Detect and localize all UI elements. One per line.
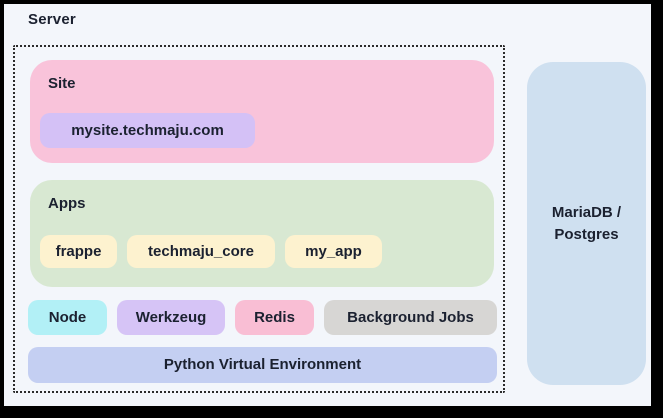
app-pill-my-app: my_app xyxy=(285,235,382,268)
apps-box: Apps frappe techmaju_core my_app xyxy=(30,180,494,287)
server-boundary: Site mysite.techmaju.com Apps frappe tec… xyxy=(13,45,505,393)
site-box: Site mysite.techmaju.com xyxy=(30,60,494,163)
services-row: Node Werkzeug Redis Background Jobs xyxy=(28,300,497,335)
database-label: MariaDB / Postgres xyxy=(551,203,622,243)
service-pill-werkzeug: Werkzeug xyxy=(117,300,225,335)
service-pill-redis: Redis xyxy=(235,300,314,335)
database-box: MariaDB / Postgres xyxy=(527,62,646,385)
site-heading: Site xyxy=(48,75,76,92)
service-pill-background-jobs: Background Jobs xyxy=(324,300,497,335)
apps-heading: Apps xyxy=(48,195,86,212)
diagram-canvas: Server Site mysite.techmaju.com Apps fra… xyxy=(4,4,651,406)
service-pill-node: Node xyxy=(28,300,107,335)
site-domain-pill: mysite.techmaju.com xyxy=(40,113,255,148)
app-pill-techmaju-core: techmaju_core xyxy=(127,235,275,268)
server-group-title: Server xyxy=(28,11,76,28)
apps-pill-row: frappe techmaju_core my_app xyxy=(40,235,382,268)
app-pill-frappe: frappe xyxy=(40,235,117,268)
python-venv-bar: Python Virtual Environment xyxy=(28,347,497,383)
